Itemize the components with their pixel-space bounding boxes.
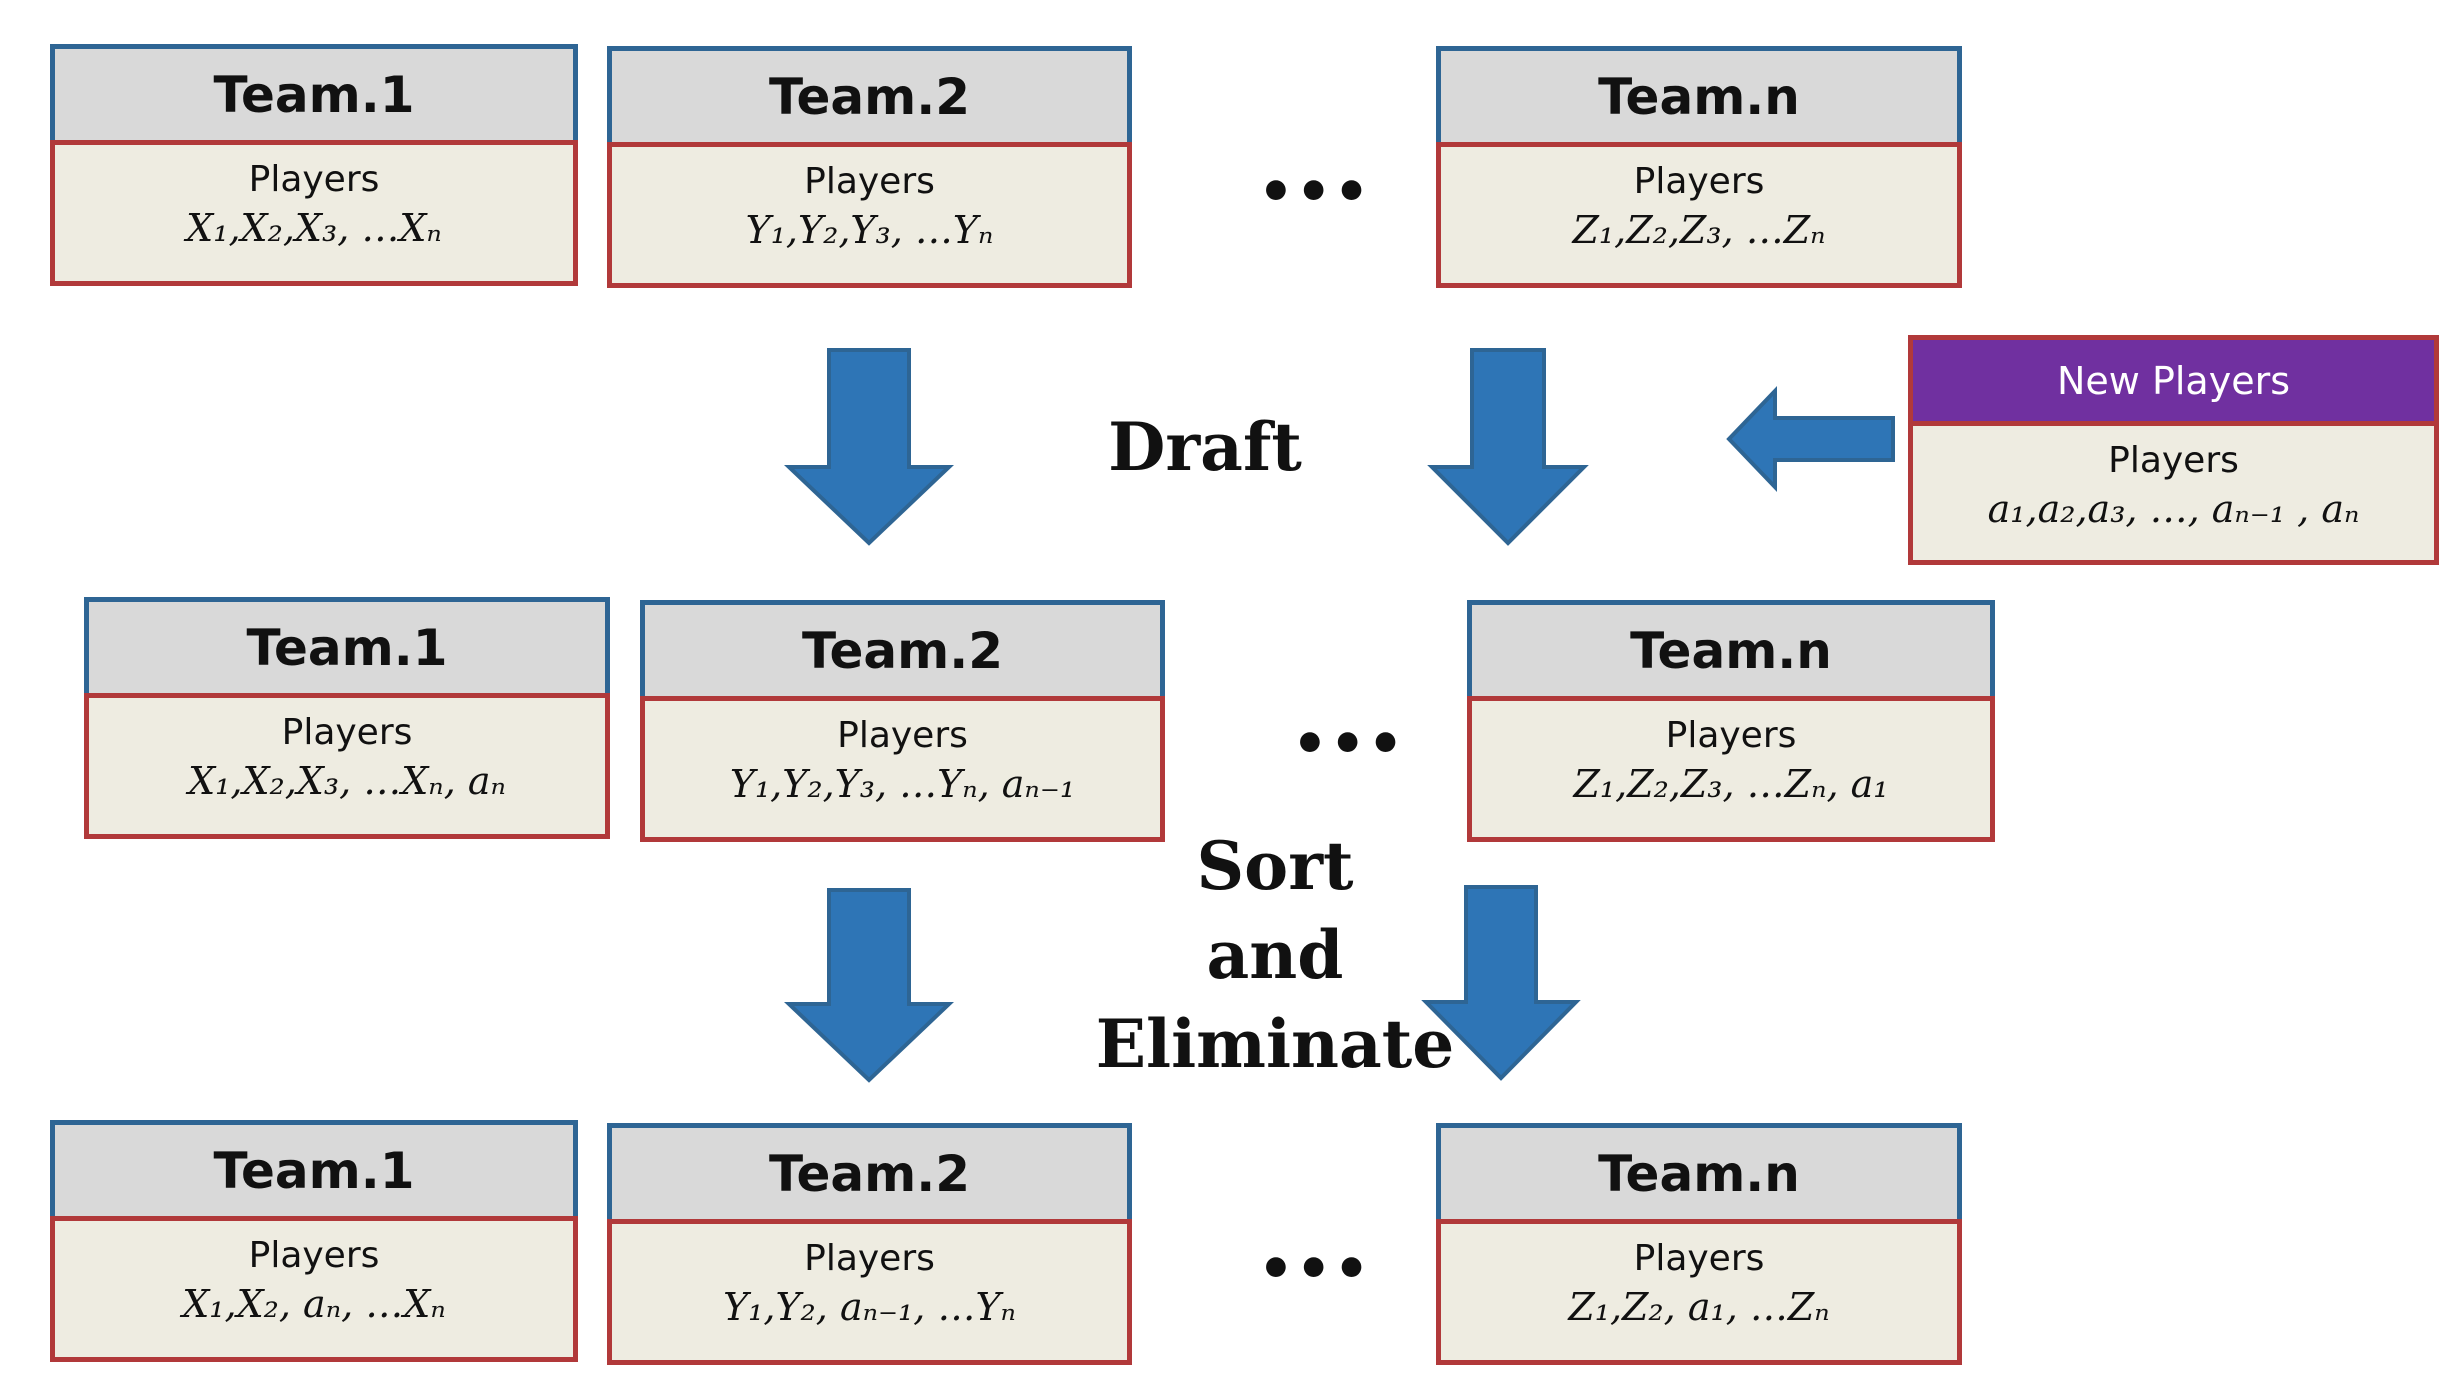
players-list: X₁,X₂, aₙ, …Xₙ xyxy=(182,1282,446,1326)
team-players-panel: Players X₁,X₂, aₙ, …Xₙ xyxy=(50,1216,578,1362)
team-title: Team.1 xyxy=(84,597,610,693)
players-list: Y₁,Y₂, aₙ₋₁, …Yₙ xyxy=(723,1285,1016,1329)
players-label: Players xyxy=(1633,1238,1765,1279)
team-title: Team.2 xyxy=(607,1123,1132,1219)
players-label: Players xyxy=(837,715,968,756)
sort-label-line2: and xyxy=(1206,916,1344,994)
team-title: Team.n xyxy=(1436,1123,1962,1219)
ellipsis-dots: ••• xyxy=(1292,712,1406,777)
row3-teamn-box: Team.n Players Z₁,Z₂, a₁, …Zₙ xyxy=(1436,1123,1962,1365)
team-title: Team.2 xyxy=(640,600,1165,696)
new-players-box: New Players Players a₁,a₂,a₃, …, aₙ₋₁ , … xyxy=(1908,335,2439,565)
players-list: Z₁,Z₂,Z₃, …Zₙ xyxy=(1572,208,1826,252)
players-list: Z₁,Z₂, a₁, …Zₙ xyxy=(1568,1285,1830,1329)
team-title: Team.2 xyxy=(607,46,1132,142)
players-list: X₁,X₂,X₃, …Xₙ xyxy=(186,206,442,250)
players-label: Players xyxy=(804,161,935,202)
team-players-panel: Players Z₁,Z₂,Z₃, …Zₙ, a₁ xyxy=(1467,696,1995,842)
sort-label-line3: Eliminate xyxy=(1095,1005,1455,1083)
sort-eliminate-label: Sort and Eliminate xyxy=(1090,822,1460,1089)
row3-team1-box: Team.1 Players X₁,X₂, aₙ, …Xₙ xyxy=(50,1120,578,1362)
team-players-panel: Players Z₁,Z₂, a₁, …Zₙ xyxy=(1436,1219,1962,1365)
row2-team1-box: Team.1 Players X₁,X₂,X₃, …Xₙ, aₙ xyxy=(84,597,610,839)
down-arrow-sort-left xyxy=(783,888,955,1083)
players-list: Y₁,Y₂,Y₃, …Yₙ xyxy=(745,208,994,252)
row1-team1-box: Team.1 Players X₁,X₂,X₃, …Xₙ xyxy=(50,44,578,286)
row1-teamn-box: Team.n Players Z₁,Z₂,Z₃, …Zₙ xyxy=(1436,46,1962,288)
sort-label-line1: Sort xyxy=(1196,827,1354,905)
left-arrow-new-players xyxy=(1726,386,1895,492)
row1-team2-box: Team.2 Players Y₁,Y₂,Y₃, …Yₙ xyxy=(607,46,1132,288)
row2-team2-box: Team.2 Players Y₁,Y₂,Y₃, …Yₙ, aₙ₋₁ xyxy=(640,600,1165,842)
team-players-panel: Players Y₁,Y₂, aₙ₋₁, …Yₙ xyxy=(607,1219,1132,1365)
row3-team2-box: Team.2 Players Y₁,Y₂, aₙ₋₁, …Yₙ xyxy=(607,1123,1132,1365)
team-players-panel: Players X₁,X₂,X₃, …Xₙ, aₙ xyxy=(84,693,610,839)
team-title: Team.1 xyxy=(50,1120,578,1216)
team-title: Team.n xyxy=(1467,600,1995,696)
team-players-panel: Players Y₁,Y₂,Y₃, …Yₙ xyxy=(607,142,1132,288)
players-label: Players xyxy=(2108,440,2239,481)
team-players-panel: Players X₁,X₂,X₃, …Xₙ xyxy=(50,140,578,286)
team-players-panel: Players a₁,a₂,a₃, …, aₙ₋₁ , aₙ xyxy=(1908,421,2439,565)
players-label: Players xyxy=(248,159,380,200)
ellipsis-dots: ••• xyxy=(1258,160,1372,225)
team-players-panel: Players Z₁,Z₂,Z₃, …Zₙ xyxy=(1436,142,1962,288)
down-arrow-sort-right xyxy=(1421,885,1581,1081)
players-list: X₁,X₂,X₃, …Xₙ, aₙ xyxy=(188,759,506,803)
team-players-panel: Players Y₁,Y₂,Y₃, …Yₙ, aₙ₋₁ xyxy=(640,696,1165,842)
players-label: Players xyxy=(804,1238,935,1279)
players-list: Z₁,Z₂,Z₃, …Zₙ, a₁ xyxy=(1573,762,1889,806)
players-list: Y₁,Y₂,Y₃, …Yₙ, aₙ₋₁ xyxy=(729,762,1076,806)
draft-label: Draft xyxy=(1108,408,1302,486)
team-title: Team.n xyxy=(1436,46,1962,142)
players-label: Players xyxy=(281,712,413,753)
players-label: Players xyxy=(1665,715,1797,756)
down-arrow-draft-right xyxy=(1427,348,1589,546)
ellipsis-dots: ••• xyxy=(1258,1237,1372,1302)
row2-teamn-box: Team.n Players Z₁,Z₂,Z₃, …Zₙ, a₁ xyxy=(1467,600,1995,842)
players-label: Players xyxy=(248,1235,380,1276)
down-arrow-draft-left xyxy=(783,348,955,546)
players-label: Players xyxy=(1633,161,1765,202)
team-title: Team.1 xyxy=(50,44,578,140)
new-players-title: New Players xyxy=(1908,335,2439,421)
players-list: a₁,a₂,a₃, …, aₙ₋₁ , aₙ xyxy=(1987,487,2360,531)
